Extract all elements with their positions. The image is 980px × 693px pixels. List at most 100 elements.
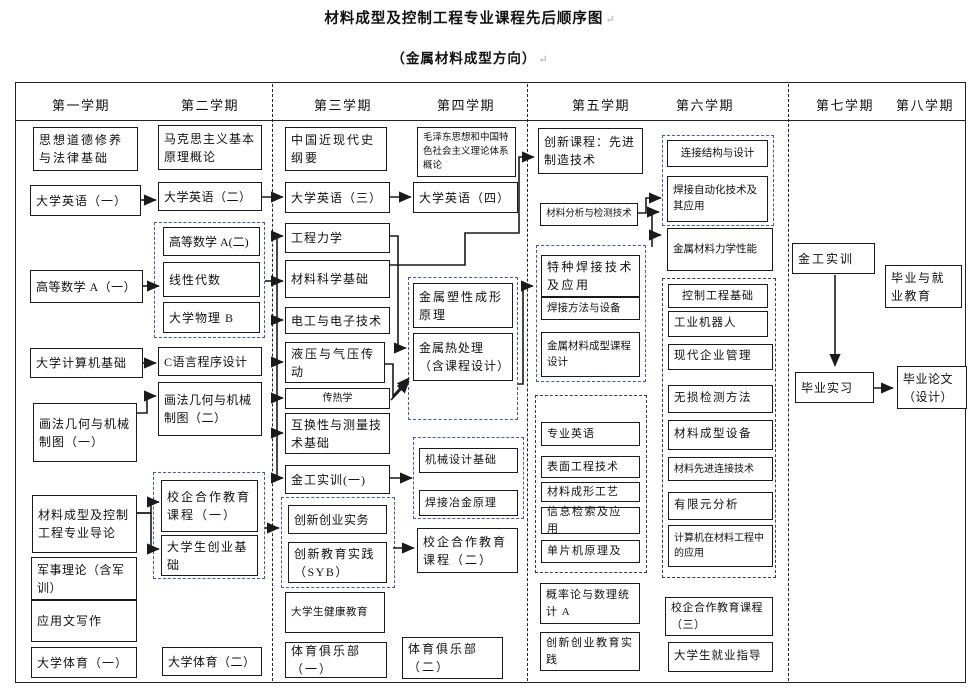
course-label: 创新创业实务 (294, 512, 370, 527)
course-box: 电工与电子技术 (285, 307, 390, 334)
course-label: 大学体育（二） (168, 654, 256, 669)
course-box: 焊接自动化技术及其应用 (667, 176, 768, 222)
course-box: 毛泽东思想和中国特色社会主义理论体系概论 (417, 127, 516, 177)
course-box: 大学生健康教育 (285, 592, 385, 633)
course-label: 画法几何与机械制图（一） (39, 416, 131, 449)
course-box: 传热学 (285, 388, 390, 409)
course-label: 大学英语（一） (36, 193, 128, 208)
course-box: 互换性与测量技术基础 (285, 413, 390, 454)
course-label: 大学生就业指导 (674, 650, 762, 663)
course-box: 校企合作教育课程（一） (161, 480, 258, 532)
course-box: 体育俱乐部（一） (285, 642, 387, 678)
paragraph-mark-icon: ↵ (538, 54, 549, 66)
course-label: 焊接自动化技术及其应用 (673, 185, 757, 212)
course-box: 思想道德修养与法律基础 (33, 127, 138, 171)
header-divider (15, 120, 966, 121)
course-box: 概率论与数理统计 A (540, 583, 640, 624)
course-label: 大学计算机基础 (36, 356, 128, 370)
course-box: 创新教育实践（SYB） (288, 542, 387, 583)
course-box: 大学生就业指导 (668, 642, 773, 672)
course-label: 校企合作教育课程（二） (423, 534, 508, 567)
course-label: 创新课程：先进制造技术 (544, 135, 636, 167)
course-box: 大学体育（二） (162, 647, 262, 676)
semester-header: 第一学期 (51, 98, 110, 113)
course-label: 创新创业教育实践 (546, 637, 634, 666)
course-box: 应用文写作 (31, 600, 137, 642)
course-group-outline (536, 245, 646, 382)
course-box: 画法几何与机械制图（二） (158, 382, 262, 436)
course-box: 金工实训 (792, 243, 875, 274)
course-label: 表面工程技术 (547, 460, 619, 473)
course-label: 高等数学 A(二) (169, 234, 249, 249)
course-box: 大学英语（二） (158, 182, 262, 211)
course-label: 材料成形工艺 (547, 485, 619, 498)
year-separator-line (527, 84, 528, 681)
course-box: 校企合作教育课程（三） (665, 597, 773, 636)
course-box: 焊接方法与设备 (541, 297, 640, 320)
course-label: 大学英语（三） (291, 190, 383, 205)
course-box: C语言程序设计 (158, 347, 262, 376)
course-box: 机械设计基础 (419, 448, 518, 473)
course-label: 现代企业管理 (674, 350, 752, 363)
course-box: 工业机器人 (668, 311, 768, 337)
course-box: 连接结构与设计 (667, 140, 768, 167)
course-label: 材料分析与检测技术 (546, 209, 632, 220)
title-text: 材料成型及控制工程专业课程先后顺序图 (324, 11, 604, 27)
course-label: 液压与气压传动 (291, 346, 376, 379)
course-label: 大学生创业基础 (167, 539, 249, 572)
course-box: 金属热处理（含课程设计） (413, 333, 513, 381)
subtitle-text: （金属材料成型方向） (391, 51, 537, 66)
course-box: 控制工程基础 (668, 284, 768, 308)
course-label: C语言程序设计 (164, 354, 248, 369)
course-label: 金工实训(一) (291, 472, 366, 487)
course-box: 马克思主义基本原理概论 (158, 125, 262, 170)
course-box: 体育俱乐部（二） (402, 637, 503, 679)
course-label: 校企合作教育课程（一） (167, 490, 252, 522)
course-group-outline (662, 135, 774, 226)
page-subtitle: （金属材料成型方向）↵ (0, 47, 940, 67)
course-box: 工程力学 (285, 223, 390, 253)
course-label: 军事理论（含军训） (37, 562, 125, 595)
course-box: 表面工程技术 (541, 456, 640, 478)
year-separator-line (788, 84, 789, 681)
course-label: 毛泽东思想和中国特色社会主义理论体系概论 (423, 132, 509, 172)
course-box: 高等数学 A（一） (30, 270, 143, 303)
course-label: 计算机在材料工程中的应用 (674, 533, 764, 559)
course-box: 大学英语（一） (30, 185, 141, 216)
course-label: 材料科学基础 (291, 272, 370, 286)
course-box: 毕业与就业教育 (885, 265, 962, 308)
semester-header: 第八学期 (895, 98, 954, 113)
course-group-outline (535, 395, 647, 573)
year-separator-line (272, 84, 273, 681)
course-label: 应用文写作 (37, 614, 103, 628)
course-label: 专业英语 (547, 427, 595, 440)
course-box: 金属材料成型课程设计 (541, 332, 640, 377)
course-box: 特种焊接技术及应用 (541, 255, 640, 297)
course-box: 金属塑性成形原理 (413, 283, 513, 328)
semester-header: 第六学期 (675, 98, 734, 113)
course-label: 毕业与就业教育 (891, 270, 946, 303)
course-box: 线性代数 (163, 262, 260, 297)
course-label: 金属塑性成形原理 (419, 289, 504, 322)
course-box: 大学生创业基础 (161, 535, 258, 576)
course-box: 现代企业管理 (668, 344, 773, 370)
semester-header: 第四学期 (436, 98, 495, 113)
course-box: 毕业论文（设计） (897, 366, 967, 409)
course-label: 思想道德修养与法律基础 (39, 133, 124, 165)
course-label: 概率论与数理统计 A (546, 589, 630, 618)
course-box: 大学英语（三） (285, 182, 390, 213)
page-title: 材料成型及控制工程专业课程先后顺序图↵ (0, 7, 940, 28)
course-label: 大学英语（四） (419, 190, 511, 205)
course-label: 大学体育（一） (37, 655, 129, 670)
course-label: 互换性与测量技术基础 (291, 417, 383, 450)
course-label: 有限元分析 (674, 499, 739, 512)
course-box: 材料科学基础 (285, 260, 390, 298)
course-label: 传热学 (322, 393, 353, 404)
course-label: 体育俱乐部（一） (291, 644, 362, 676)
course-label: 电工与电子技术 (291, 313, 383, 328)
course-box: 单片机原理及 (541, 540, 640, 563)
course-box: 金工实训(一) (285, 465, 390, 494)
course-label: 焊接冶金原理 (425, 496, 497, 509)
course-box: 校企合作教育课程（二） (417, 528, 518, 573)
course-label: 单片机原理及 (547, 545, 622, 558)
